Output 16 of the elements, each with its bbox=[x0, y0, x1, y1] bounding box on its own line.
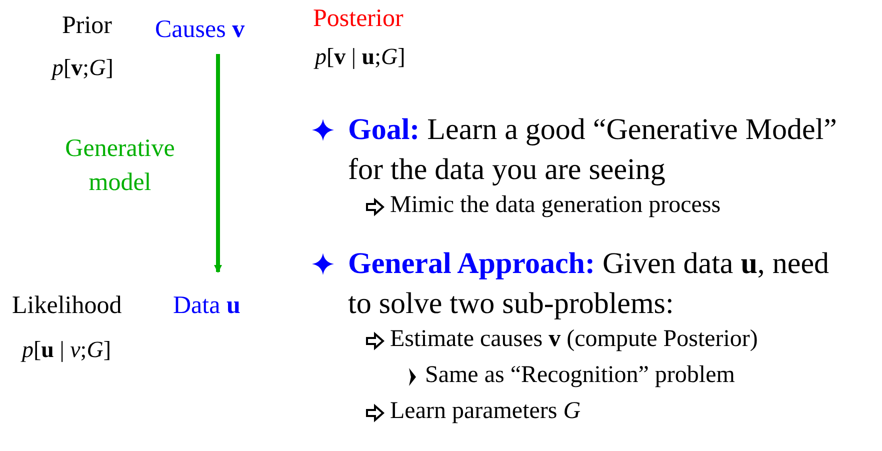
bullet-text: Goal: Learn a good “Generative Model” for the data you are seeing bbox=[348, 112, 838, 188]
bullet-text: Learn parameters G bbox=[390, 398, 581, 426]
node-label: Data u bbox=[173, 292, 240, 320]
formula: p[v | u;G] bbox=[315, 44, 406, 70]
bullet-text: Estimate causes v (compute Posterior) bbox=[390, 326, 758, 354]
label-text: Posterior bbox=[313, 5, 404, 34]
formula: p[v;G] bbox=[52, 55, 114, 82]
edge-label: Generative model bbox=[64, 134, 176, 198]
bullet-text: Mimic the data generation process bbox=[390, 192, 721, 220]
formula: p[u | v;G] bbox=[22, 337, 111, 364]
label-text: Prior bbox=[62, 12, 112, 41]
bullet-text: General Approach: Given data u, need to solve two sub-problems: bbox=[348, 246, 830, 322]
node-label: Causes v bbox=[155, 16, 245, 44]
label-text: Likelihood bbox=[12, 292, 122, 321]
bullet-text: Same as “Recognition” problem bbox=[425, 362, 735, 390]
arrow bbox=[214, 54, 222, 273]
